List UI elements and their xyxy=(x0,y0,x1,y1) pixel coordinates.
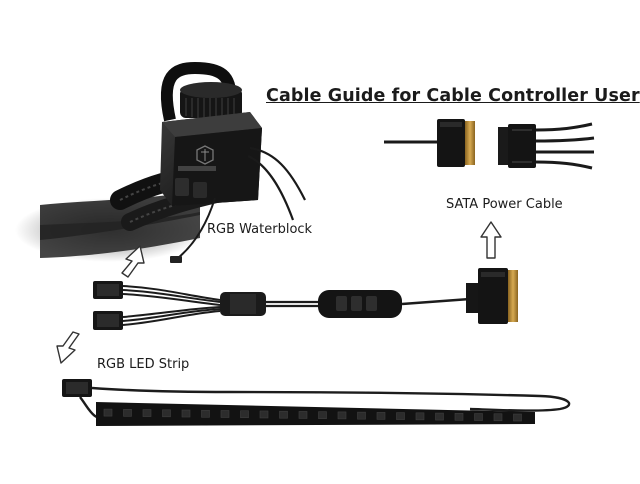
led-array xyxy=(103,408,522,422)
label-rgb-waterblock: RGB Waterblock xyxy=(207,222,313,237)
led-chip xyxy=(240,410,249,419)
controller-button-3 xyxy=(366,296,377,311)
led-chip xyxy=(337,411,347,420)
diagram-title: Cable Guide for Cable Controller User xyxy=(266,86,640,106)
led-chip xyxy=(376,412,386,420)
led-chip xyxy=(357,411,366,420)
led-chip xyxy=(415,412,425,421)
led-strip-body xyxy=(96,402,535,426)
led-chip xyxy=(513,413,522,422)
led-chip xyxy=(103,408,113,417)
controller-button-2 xyxy=(351,296,362,311)
led-chip xyxy=(181,409,191,418)
led-chip xyxy=(454,413,464,421)
label-sata-power-cable: SATA Power Cable xyxy=(446,197,563,212)
arrow-to-waterblock-icon xyxy=(121,245,145,278)
waterblock-rgb-plug xyxy=(170,256,182,263)
controller-sata-connector xyxy=(466,268,518,324)
led-chip xyxy=(201,409,210,418)
deepcool-logo-icon xyxy=(178,145,216,171)
led-chip xyxy=(435,412,444,421)
arrow-to-sata-cable-icon xyxy=(480,221,502,259)
sata-power-cable xyxy=(384,119,595,170)
label-rgb-led-strip: RGB LED Strip xyxy=(97,357,190,372)
led-chip xyxy=(123,409,132,417)
led-chip xyxy=(279,410,288,419)
led-chip xyxy=(493,413,503,422)
cable-controller-assembly xyxy=(93,268,518,330)
led-chip xyxy=(162,409,171,418)
rgb-waterblock xyxy=(15,61,306,263)
rgb-connector-upper xyxy=(93,281,123,299)
4pin-molex-connector xyxy=(498,124,536,168)
led-strip-connector xyxy=(62,379,92,397)
rgb-led-strip xyxy=(62,379,571,426)
led-chip xyxy=(474,413,483,421)
led-chip xyxy=(142,409,152,417)
led-chip xyxy=(396,412,405,420)
led-chip xyxy=(298,411,308,419)
led-chip xyxy=(220,410,230,418)
sata-male-connector xyxy=(437,119,475,167)
rgb-connector-lower xyxy=(93,311,123,330)
led-chip xyxy=(318,411,327,419)
rgb-cable-controller xyxy=(318,290,402,318)
led-chip xyxy=(259,410,269,419)
controller-button-1 xyxy=(336,296,347,311)
arrow-to-led-strip-icon xyxy=(56,331,80,364)
